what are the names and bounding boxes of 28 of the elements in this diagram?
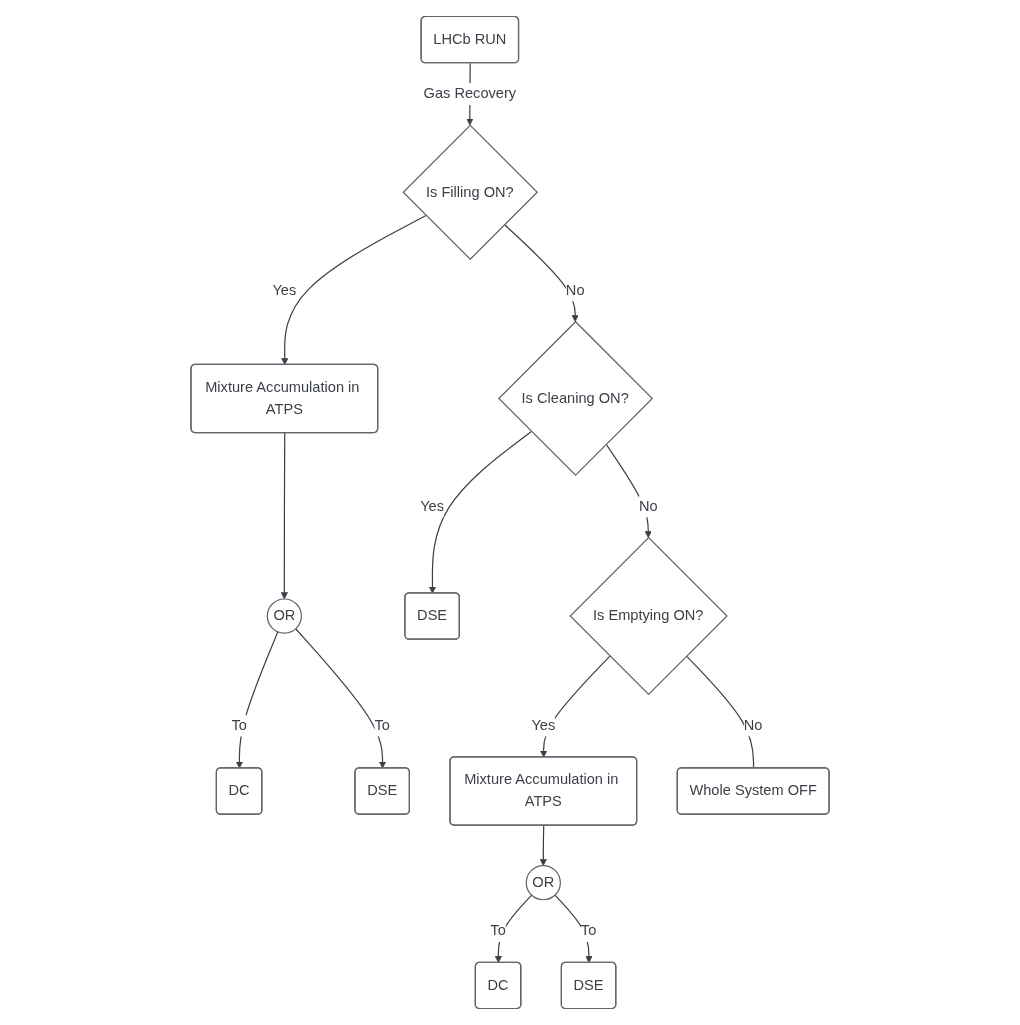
edge-label: To: [231, 717, 247, 734]
edge-label: Yes: [420, 497, 444, 515]
edge-label: To: [374, 717, 390, 734]
connector: [685, 655, 755, 769]
edge-label: To: [490, 922, 506, 939]
node-diamond: Is Emptying ON?: [569, 536, 728, 696]
arrow: [280, 432, 288, 600]
node-diamond: Is Filling ON?: [402, 124, 539, 261]
arrow: [281, 214, 427, 366]
edge-label: No: [638, 497, 658, 515]
node-circle: OR: [266, 598, 302, 634]
edge-label: No: [743, 717, 763, 734]
arrow: [503, 223, 579, 323]
arrow: [494, 894, 533, 963]
edge-label: To: [580, 922, 597, 939]
edge-label: No: [565, 281, 585, 299]
arrow: [428, 430, 532, 594]
arrow: [295, 628, 387, 769]
arrow: [540, 655, 611, 758]
arrow: [539, 824, 547, 866]
edge-label: Gas Recovery: [423, 85, 517, 102]
edge-label: Yes: [531, 717, 556, 734]
node-diamond: Is Cleaning ON?: [497, 320, 654, 477]
arrow: [554, 894, 593, 963]
edge-label: Yes: [272, 281, 297, 299]
node-circle: OR: [525, 865, 561, 901]
arrow: [235, 631, 279, 769]
arrow: [605, 443, 652, 538]
